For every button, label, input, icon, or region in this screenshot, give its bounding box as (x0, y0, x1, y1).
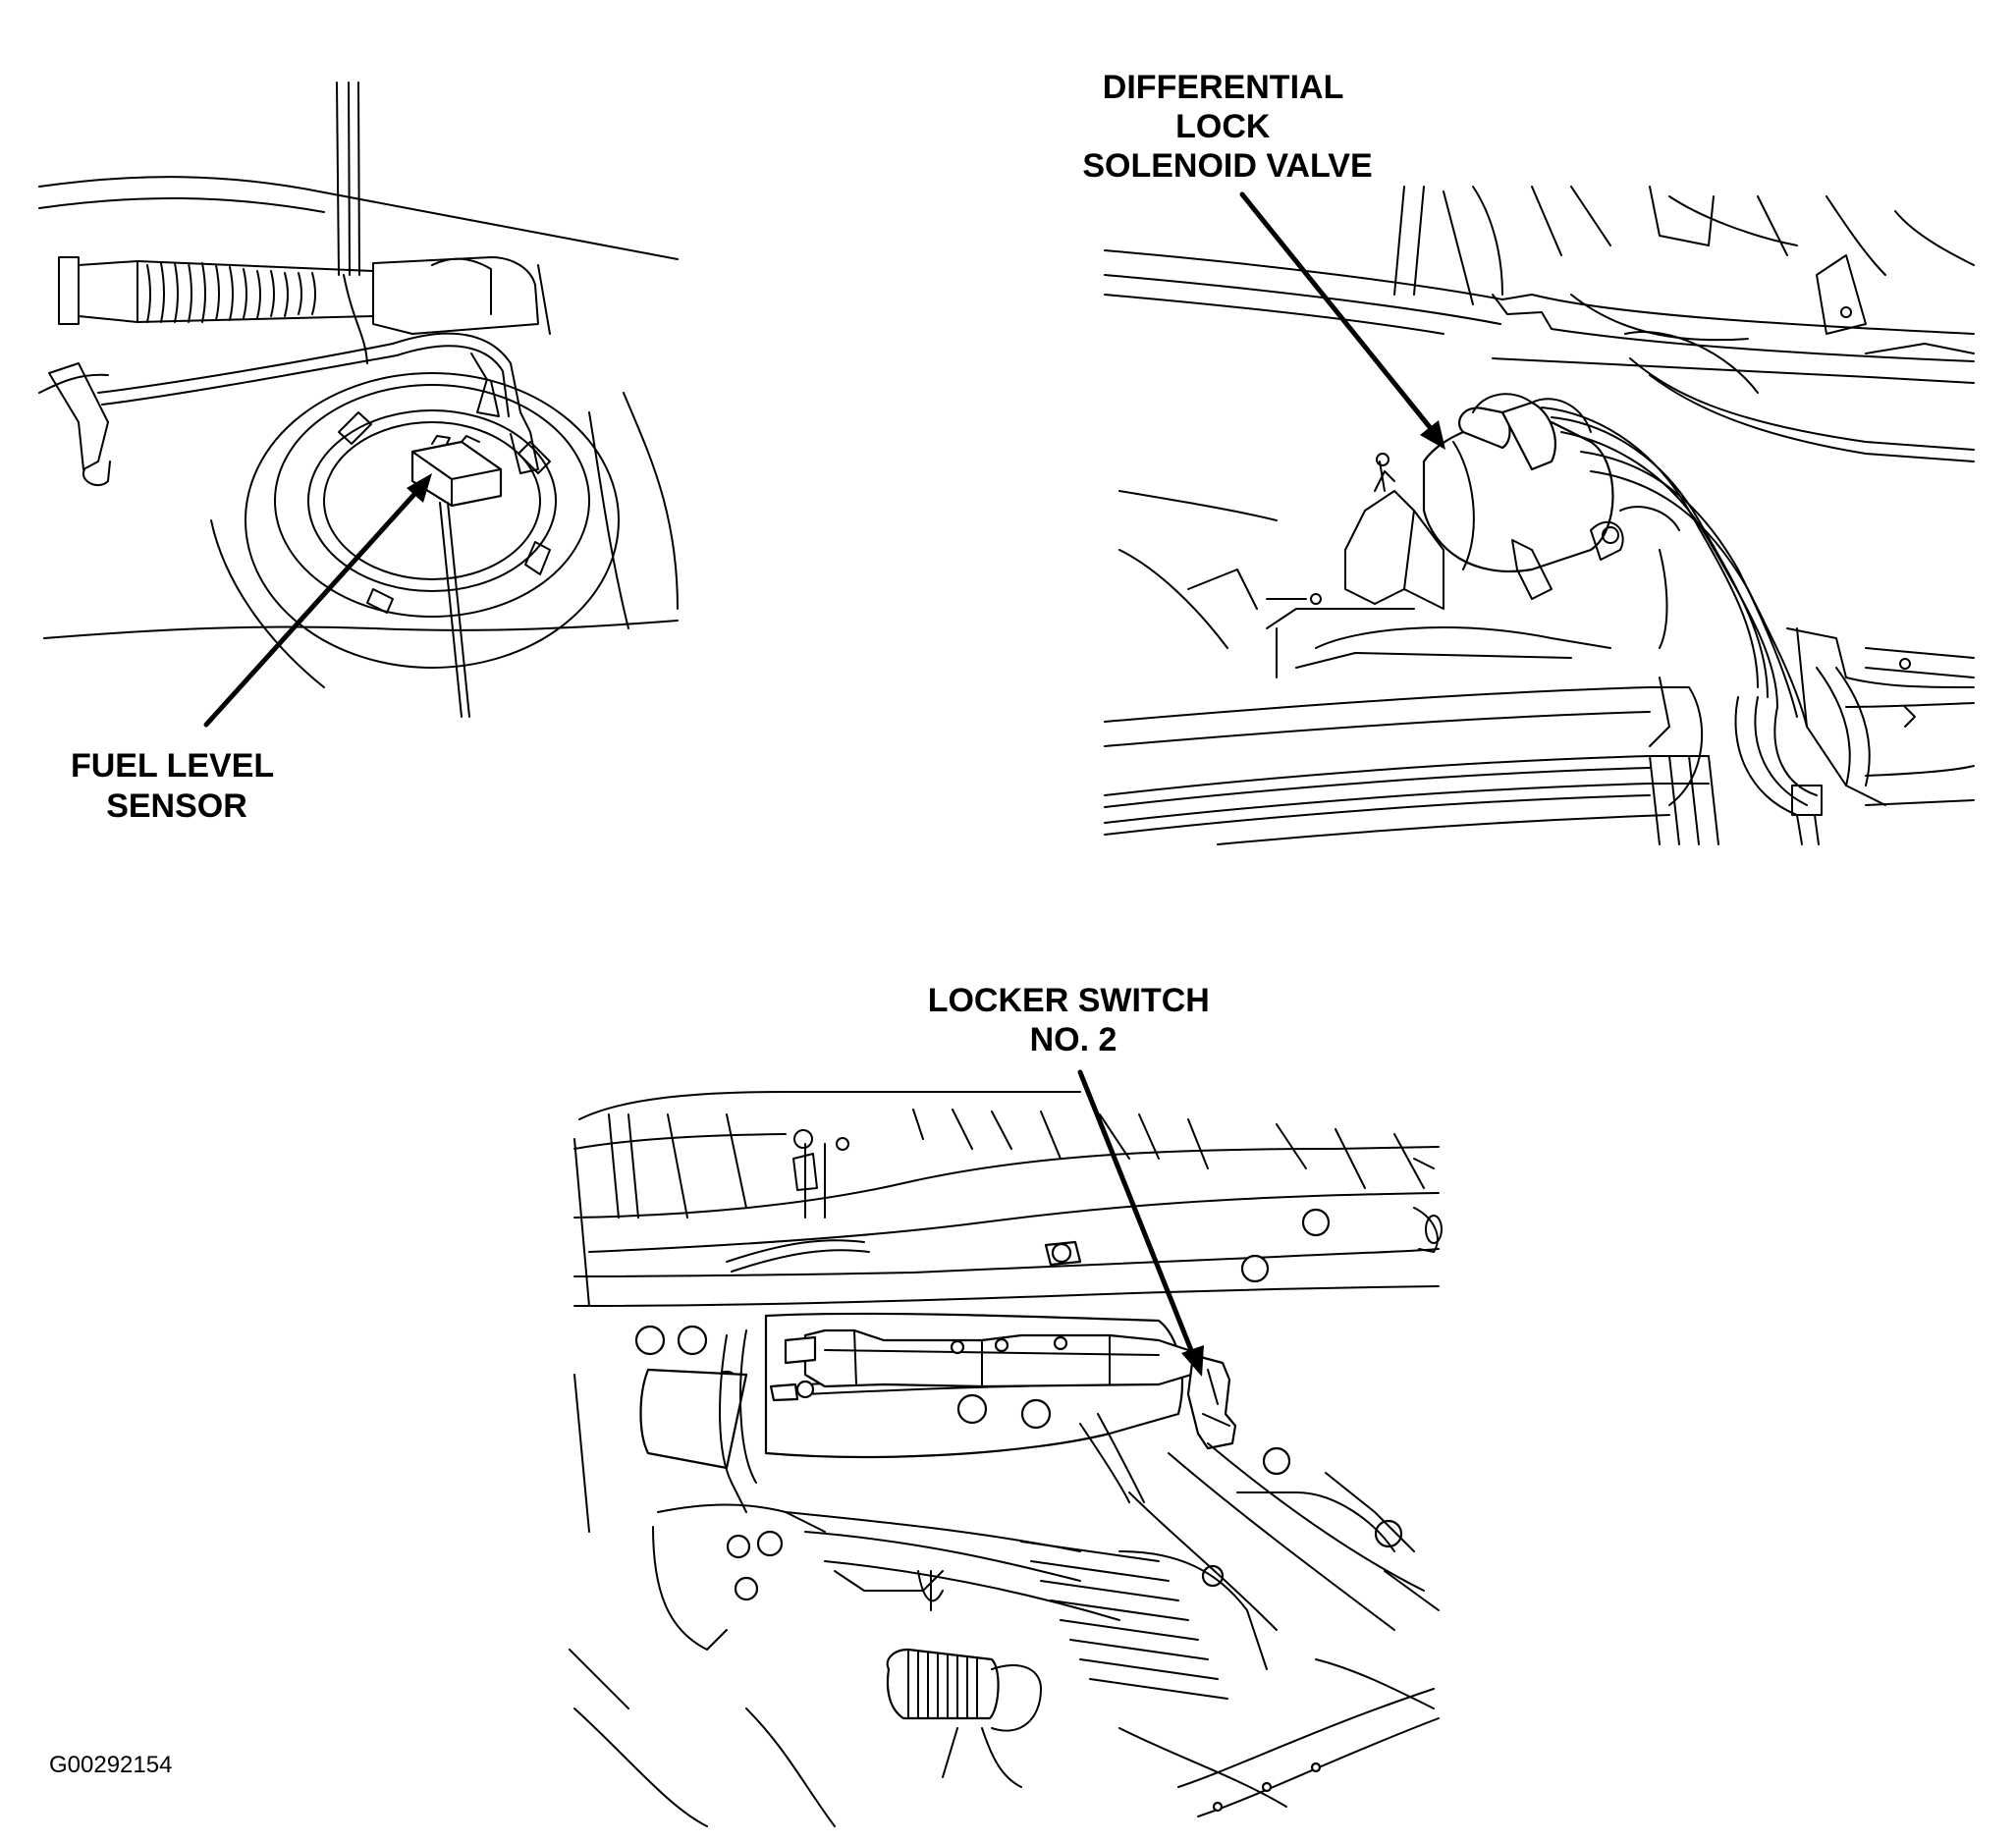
locker-switch-label-line-1: LOCKER SWITCH (928, 982, 1210, 1019)
fuel-level-sensor-label-line-2: SENSOR (106, 787, 247, 825)
differential-lock-solenoid-illustration (1104, 186, 1975, 845)
locker-switch-illustration (569, 1091, 1443, 1827)
differential-lock-label: DIFFERENTIAL LOCK SOLENOID VALVE (1082, 69, 1372, 185)
fuel-level-sensor-label-line-1: FUEL LEVEL (71, 747, 274, 785)
figure-id: G00292154 (49, 1752, 172, 1778)
locker-switch-label-line-2: NO. 2 (1030, 1021, 1117, 1058)
locker-switch-label: LOCKER SWITCH NO. 2 (928, 982, 1220, 1058)
fuel-level-sensor-leader-arrow (203, 473, 432, 728)
fuel-level-sensor-label: FUEL LEVEL SENSOR (71, 747, 283, 825)
differential-lock-label-line-1: DIFFERENTIAL (1103, 69, 1343, 106)
differential-lock-leader-arrow (1239, 191, 1445, 450)
fuel-level-sensor-illustration (38, 81, 679, 718)
differential-lock-label-line-2: LOCK (1175, 108, 1271, 145)
differential-lock-label-line-3: SOLENOID VALVE (1082, 147, 1372, 185)
locker-switch-leader-arrow (1077, 1069, 1204, 1377)
